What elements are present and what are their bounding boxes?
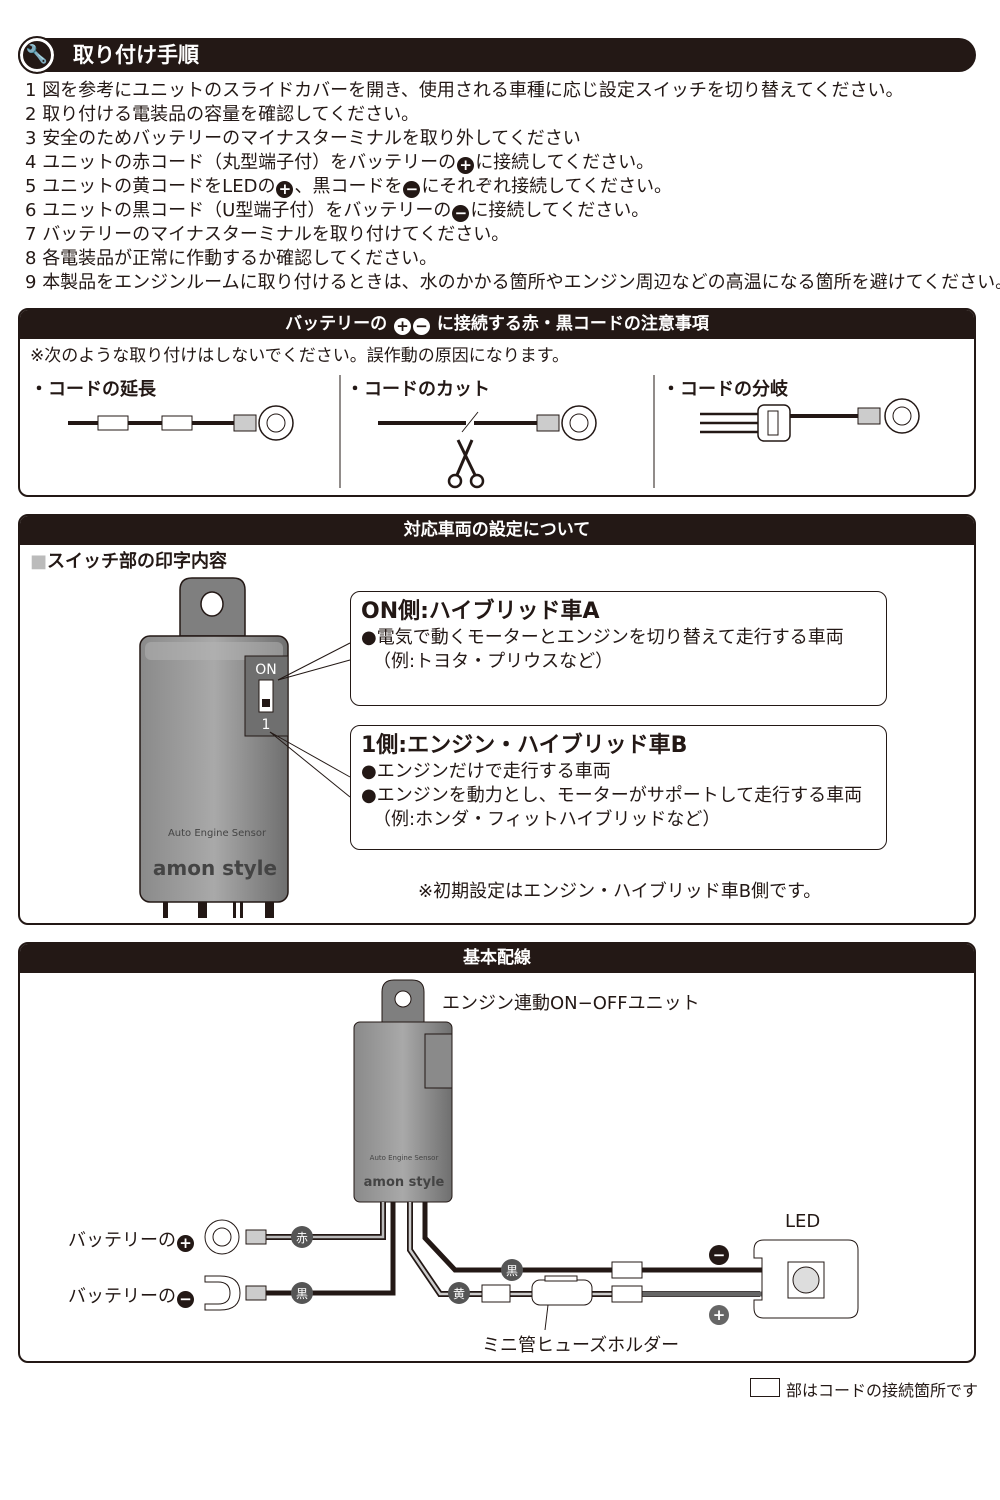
callout-on-side: ON側:ハイブリッド車A ●電気で動くモーターとエンジンを切り替えて走行する車両… xyxy=(350,591,887,706)
plus-icon: + xyxy=(276,181,294,198)
callout-a-line: ●電気で動くモーターとエンジンを切り替えて走行する車両 xyxy=(361,627,844,648)
caution-header: バッテリーの +− に接続する赤・黒コードの注意事項 xyxy=(20,310,974,339)
step-5: 5 ユニットの黄コードをLEDの+、黒コードを−にそれぞれ接続してください。 xyxy=(25,176,673,198)
callout-b-line: （例:ホンダ・フィットハイブリッドなど） xyxy=(373,809,721,830)
step-2: 2 取り付ける電装品の容量を確認してください。 xyxy=(25,104,420,125)
unit-device-illustration: ON 1 Auto Engine Sensor amon style xyxy=(139,577,351,918)
square-icon: ■ xyxy=(30,551,48,572)
model-text: Auto Engine Sensor xyxy=(370,1154,439,1162)
title-text: 取り付け手順 xyxy=(73,43,199,67)
extension-illustration xyxy=(68,405,294,441)
fuse-holder-label: ミニ管ヒューズホルダー xyxy=(482,1335,680,1356)
callout-a-line: （例:トヨタ・プリウスなど） xyxy=(373,651,614,672)
caution-cut-label: ・コードのカット xyxy=(346,379,490,400)
callout-b-title: 1側:エンジン・ハイブリッド車B xyxy=(361,733,688,758)
led-plus-icon: + xyxy=(708,1303,730,1325)
switch-print-heading: ■スイッチ部の印字内容 xyxy=(30,551,228,572)
caution-note: ※次のような取り付けはしないでください。誤作動の原因になります。 xyxy=(30,346,570,366)
plus-icon: + xyxy=(177,1235,194,1252)
model-text: Auto Engine Sensor xyxy=(168,828,267,839)
connectors xyxy=(481,1261,643,1331)
cut-illustration xyxy=(378,405,597,489)
callout-b-line: ●エンジンを動力とし、モーターがサポートして走行する車両 xyxy=(361,785,863,806)
wiring-header: 基本配線 xyxy=(20,944,974,973)
minus-icon: − xyxy=(177,1291,194,1308)
connection-legend-box xyxy=(750,1378,780,1397)
setting-header: 対応車両の設定について xyxy=(20,516,974,545)
step-9: 9 本製品をエンジンルームに取り付けるときは、水のかかる箇所やエンジン周辺などの… xyxy=(25,272,1000,293)
battery-minus-label: バッテリーの− xyxy=(68,1282,195,1308)
black-badge: 黒 xyxy=(506,1264,518,1278)
caution-box: バッテリーの +− に接続する赤・黒コードの注意事項 xyxy=(18,308,976,497)
battery-plus-label: バッテリーの+ xyxy=(68,1226,195,1252)
scissors-icon xyxy=(447,439,485,489)
step-7: 7 バッテリーのマイナスターミナルを取り付けてください。 xyxy=(25,224,510,245)
branch-illustration xyxy=(700,398,920,442)
minus-icon: − xyxy=(452,205,470,222)
steps-list: 1 図を参考にユニットのスライドカバーを開き、使用される車種に応じ設定スイッチを… xyxy=(25,79,1000,295)
default-setting-note: ※初期設定はエンジン・ハイブリッド車B側です。 xyxy=(418,881,822,902)
caution-branch-label: ・コードの分岐 xyxy=(662,379,788,400)
switch-1-label: 1 xyxy=(262,717,271,733)
wiring-box: 基本配線 xyxy=(18,942,976,1363)
switch-on-label: ON xyxy=(255,662,277,678)
red-badge: 赤 xyxy=(296,1231,308,1245)
brand-logo: amon style xyxy=(364,1175,445,1190)
connection-legend-text: 部はコードの接続箇所です xyxy=(786,1381,979,1400)
caution-extension-label: ・コードの延長 xyxy=(30,379,156,400)
setting-box: 対応車両の設定について xyxy=(18,514,976,925)
dip-switch xyxy=(258,679,274,713)
minus-icon: − xyxy=(413,318,430,335)
step-1: 1 図を参考にユニットのスライドカバーを開き、使用される車種に応じ設定スイッチを… xyxy=(25,80,904,101)
black-badge: 黒 xyxy=(296,1287,308,1301)
yellow-badge: 黄 xyxy=(453,1287,465,1301)
wiring-unit: Auto Engine Sensor amon style xyxy=(353,979,453,1203)
step-4: 4 ユニットの赤コード（丸型端子付）をバッテリーの+に接続してください。 xyxy=(25,152,655,174)
led-minus-icon: − xyxy=(708,1243,730,1265)
color-badges: 赤 黒 黒 黄 xyxy=(291,1226,523,1304)
wires xyxy=(266,1202,772,1297)
callout-1-side: 1側:エンジン・ハイブリッド車B ●エンジンだけで走行する車両 ●エンジンを動力… xyxy=(350,725,887,850)
fuse-holder xyxy=(531,1279,593,1306)
callout-a-title: ON側:ハイブリッド車A xyxy=(361,599,600,624)
unit-label: エンジン連動ON−OFFユニット xyxy=(442,993,700,1014)
minus-icon: − xyxy=(403,181,421,198)
u-terminal xyxy=(204,1275,267,1311)
step-3: 3 安全のためバッテリーのマイナスターミナルを取り外してください xyxy=(25,128,581,149)
brand-logo: amon style xyxy=(153,856,277,880)
step-8: 8 各電装品が正常に作動するか確認してください。 xyxy=(25,248,438,269)
ring-terminal xyxy=(204,1219,267,1255)
plus-icon: + xyxy=(394,318,411,335)
led-label: LED xyxy=(785,1211,821,1232)
led-module xyxy=(753,1239,859,1319)
step-6: 6 ユニットの黒コード（U型端子付）をバッテリーの−に接続してください。 xyxy=(25,200,650,222)
section-title-installation: 取り付け手順 xyxy=(18,38,976,72)
wrench-icon: 🔧 xyxy=(18,36,56,74)
plus-icon: + xyxy=(457,157,475,174)
callout-b-line: ●エンジンだけで走行する車両 xyxy=(361,761,611,782)
